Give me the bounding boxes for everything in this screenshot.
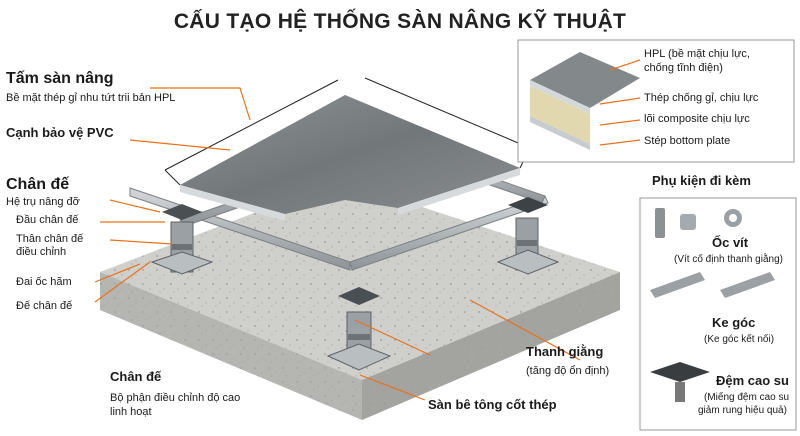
- label-thep: Thép chống gỉ, chịu lực: [644, 92, 759, 104]
- label-de-chan-de: Đế chân đế: [16, 300, 73, 312]
- label-tam-san-nang: Tấm sàn nâng: [6, 70, 114, 87]
- floor-tile: [180, 95, 520, 221]
- label-ke-goc-sub: (Ke góc kết nối): [704, 334, 775, 345]
- label-than-chan-de-2: điều chỉnh: [16, 246, 67, 258]
- label-oc-vit-sub: (Vít cố định thanh giằng): [674, 254, 783, 265]
- label-thanh-giang: Thanh giằng: [526, 344, 604, 359]
- label-hpl-1: HPL (bề mặt chịu lực,: [644, 48, 750, 60]
- corner-bracket-icon: [650, 272, 775, 298]
- label-dem-sub2: giảm rung hiệu quả): [698, 405, 787, 416]
- rubber-pad-icon: [650, 362, 710, 402]
- label-hpl-2: chống tĩnh điện): [644, 62, 723, 74]
- label-loi: lõi composite chịu lực: [644, 113, 750, 125]
- accessories-heading: Phụ kiện đi kèm: [652, 173, 751, 188]
- label-dai-oc-ham: Đai ốc hãm: [16, 276, 72, 288]
- label-dau-chan-de: Đầu chân đế: [16, 214, 79, 226]
- label-dem-sub1: (Miếng đệm cao su: [704, 392, 790, 403]
- label-ke-goc: Ke góc: [712, 315, 756, 330]
- label-san-be-tong: Sàn bê tông cốt thép: [428, 397, 557, 412]
- layer-inset: [517, 39, 795, 163]
- pedestal-left: [150, 204, 214, 275]
- label-chan-de: Chân đế: [6, 176, 70, 193]
- pedestal-front: [326, 287, 392, 371]
- accessories-panel: [639, 197, 797, 431]
- label-chan-de-2-sub2: linh hoạt: [110, 406, 152, 418]
- label-thanh-giang-sub: (tăng độ ổn định): [526, 365, 610, 377]
- label-canh-bao-ve: Cạnh bảo vệ PVC: [6, 125, 114, 140]
- label-dem-cao-su: Đệm cao su: [716, 373, 789, 388]
- diagram-title: CẤU TẠO HỆ THỐNG SÀN NÂNG KỸ THUẬT: [173, 10, 627, 33]
- pedestal-right: [496, 197, 560, 275]
- label-chan-de-2: Chân đế: [110, 369, 162, 384]
- label-than-chan-de-1: Thân chân đế: [16, 233, 84, 245]
- label-chan-de-sub: Hệ trụ nâng đỡ: [6, 196, 80, 208]
- screw-icon: [655, 208, 742, 238]
- label-step: Stép bottom plate: [644, 135, 731, 147]
- leader-lines: [94, 59, 641, 401]
- label-tam-san-nang-sub: Bề mặt thép gỉ nhu tứt trii bản HPL: [6, 92, 176, 104]
- label-oc-vit: Ốc vít: [712, 235, 749, 250]
- label-chan-de-2-sub1: Bộ phận điều chỉnh độ cao: [110, 392, 241, 404]
